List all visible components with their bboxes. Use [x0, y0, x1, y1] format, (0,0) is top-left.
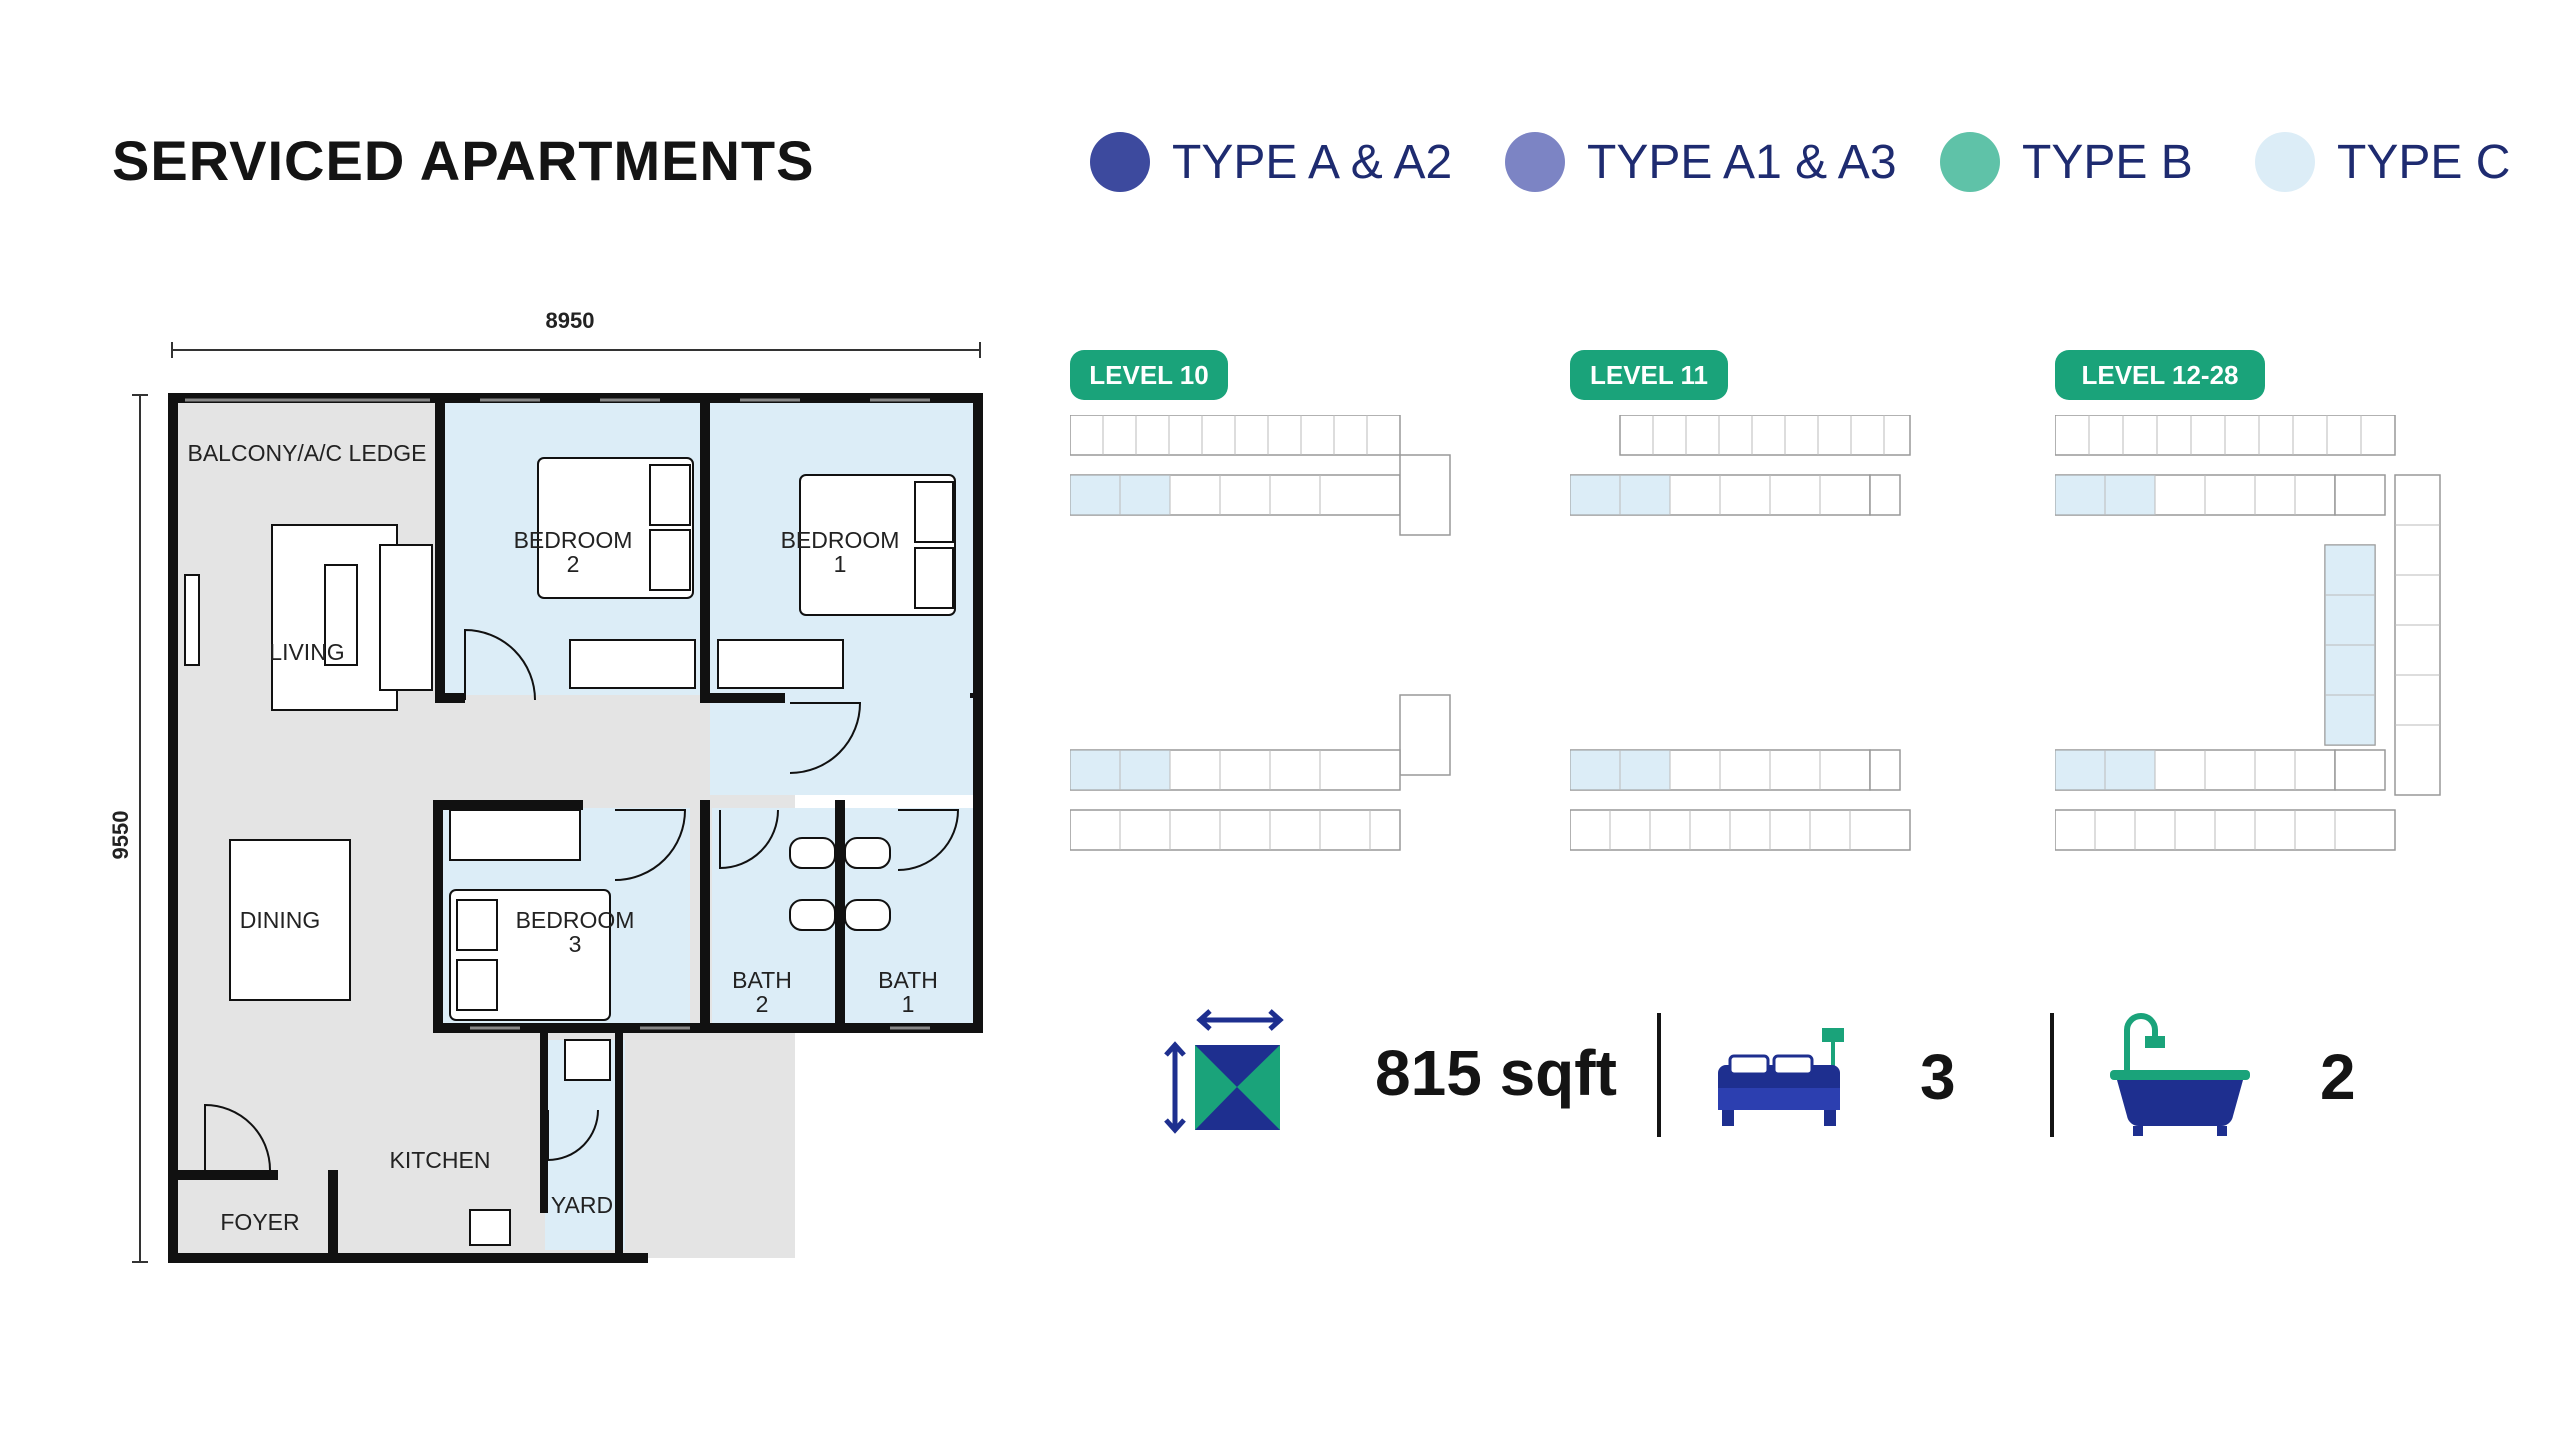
legend-swatch: [2255, 132, 2315, 192]
legend-swatch: [1940, 132, 2000, 192]
legend-item-type-c: TYPE C: [2255, 132, 2510, 192]
living-label: LIVING: [269, 639, 344, 665]
height-dimension: 9550: [108, 394, 148, 1263]
legend-label: TYPE A & A2: [1172, 135, 1453, 189]
kitchen-label: KITCHEN: [390, 1147, 491, 1173]
legend-item-type-b: TYPE B: [1940, 132, 2193, 192]
legend-label: TYPE A1 & A3: [1587, 135, 1897, 189]
balcony-label: BALCONY/A/C LEDGE: [187, 440, 426, 466]
width-dimension: 8950: [171, 308, 981, 358]
windows: [185, 398, 930, 1030]
bedrooms-value: 3: [1920, 1041, 1956, 1113]
keyplan-level-10: [1070, 415, 1451, 851]
height-dimension-label: 9550: [108, 811, 133, 860]
bath-2-label: BATH: [732, 967, 792, 993]
furniture: [184, 457, 956, 1246]
unit-floor-plan: 8950 9550: [108, 308, 983, 1263]
level-11-badge: LEVEL 11: [1570, 350, 1728, 400]
bath-1-label: BATH: [878, 967, 938, 993]
bedroom-1-label: BEDROOM: [781, 527, 900, 553]
legend-item-type-a: TYPE A & A2: [1090, 132, 1452, 192]
legend-item-type-a1: TYPE A1 & A3: [1505, 132, 1897, 192]
bathtub-icon: [2110, 1013, 2250, 1136]
foyer-label: FOYER: [220, 1209, 299, 1235]
bedroom-2-number: 2: [567, 551, 580, 577]
keyplan-level-12-28: [2055, 415, 2441, 851]
yard-label: YARD: [551, 1192, 613, 1218]
legend-label: TYPE C: [2337, 135, 2511, 189]
legend-swatch: [1505, 132, 1565, 192]
bath-1-number: 1: [902, 991, 915, 1017]
bed-icon: [1718, 1028, 1844, 1126]
stat-divider: [2050, 1013, 2054, 1137]
walls: [168, 393, 983, 1263]
legend-swatch: [1090, 132, 1150, 192]
keyplan-level-11: [1570, 415, 1911, 851]
width-dimension-label: 8950: [546, 308, 595, 333]
bathrooms-value: 2: [2320, 1041, 2356, 1113]
area-value: 815 sqft: [1375, 1037, 1617, 1109]
level-12-28-badge: LEVEL 12-28: [2055, 350, 2265, 400]
level-10-badge: LEVEL 10: [1070, 350, 1228, 400]
balcony-floor: [175, 400, 445, 488]
stat-divider: [1657, 1013, 1661, 1137]
area-icon: [1164, 1009, 1284, 1134]
page-title: SERVICED APARTMENTS: [112, 129, 815, 192]
bedroom-1-number: 1: [834, 551, 847, 577]
doors: [204, 628, 960, 1171]
bedroom-2-label: BEDROOM: [514, 527, 633, 553]
dining-label: DINING: [240, 907, 321, 933]
bath-2-number: 2: [756, 991, 769, 1017]
legend-label: TYPE B: [2022, 135, 2193, 189]
bedroom-3-number: 3: [569, 931, 582, 957]
bedroom-3-label: BEDROOM: [516, 907, 635, 933]
